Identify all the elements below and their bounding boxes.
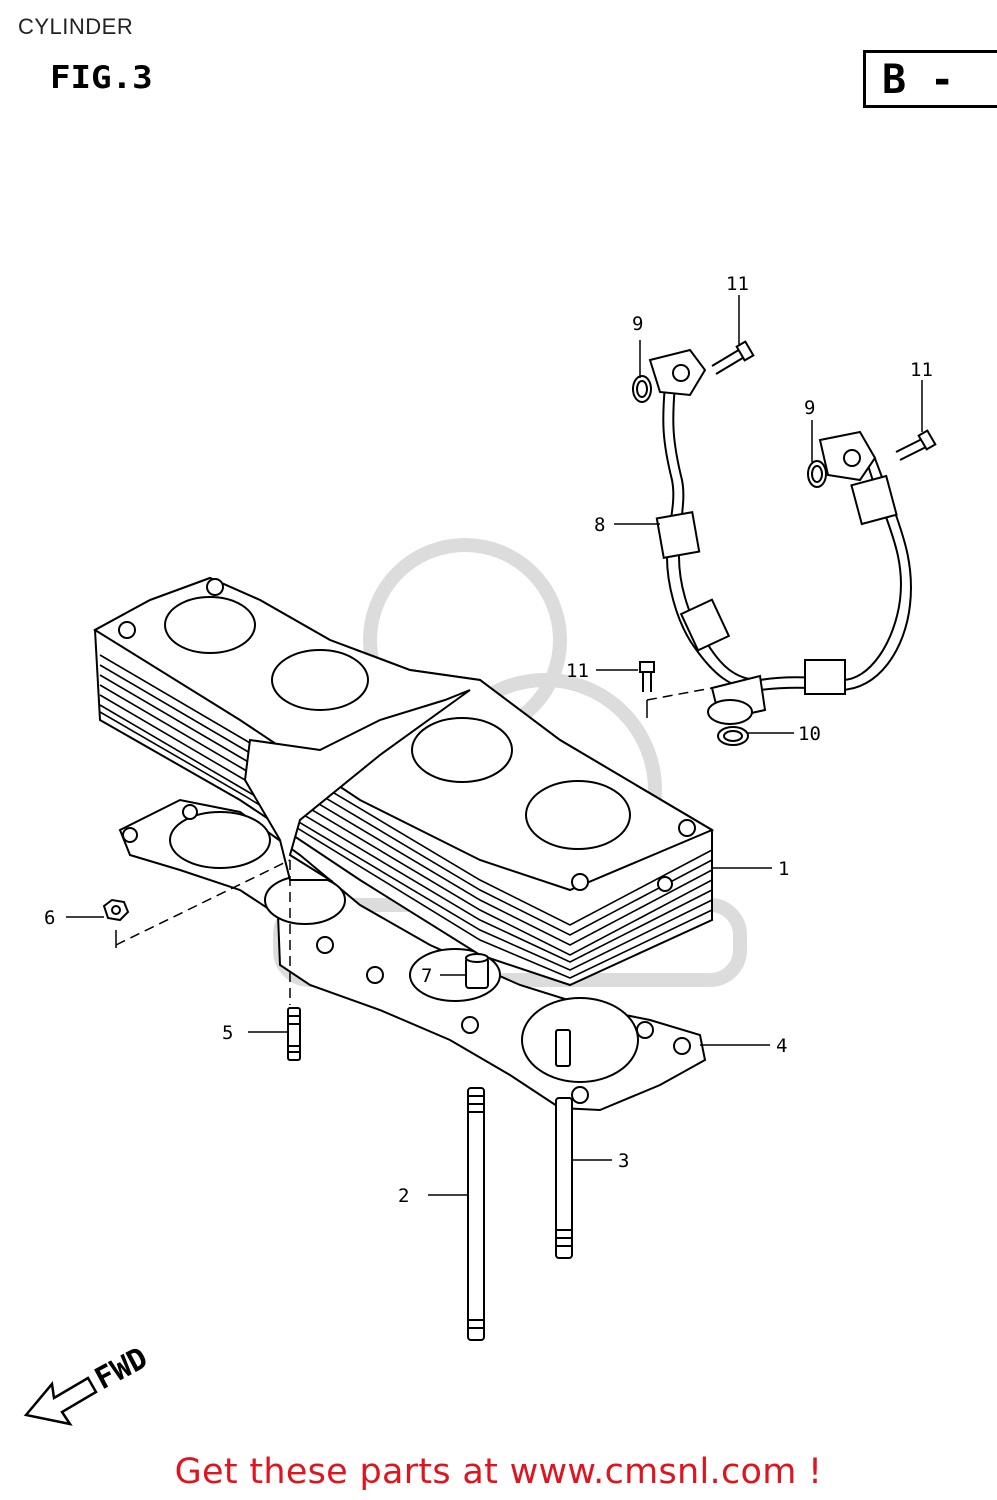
washer-9-upper [632,375,652,403]
stud-on-gasket [555,1029,571,1067]
page-title: CYLINDER [18,14,134,39]
callout-2: 2 [398,1185,409,1207]
bolt-11-top [711,340,755,375]
stud-5 [287,1007,301,1061]
stud-long-2 [467,1087,485,1341]
callout-6: 6 [44,907,55,929]
callout-10: 10 [798,723,821,745]
callout-11-right: 11 [910,359,933,381]
forward-arrow-icon [23,1376,98,1426]
callout-7: 7 [421,965,432,987]
callout-11-top: 11 [726,273,749,295]
figure-label: FIG.3 [50,60,153,96]
fwd-label: FWD [89,1341,153,1397]
washer-9-right [807,460,827,488]
callout-8: 8 [594,514,605,536]
bolt-11-middle [639,661,655,692]
dowel-pin-7 [465,953,489,989]
callout-9-upper: 9 [632,313,643,335]
footer-cta-link[interactable]: Get these parts at www.cmsnl.com ! [174,1452,823,1492]
section-tab-label: B - [882,57,955,103]
washer-10 [717,726,749,746]
bolt-11-right [895,429,937,461]
guide-line-ticks [115,700,648,948]
assembly-guide-lines [115,687,713,1005]
callout-4: 4 [776,1035,787,1057]
stud-3 [555,1097,573,1259]
cylinder-block [93,576,715,987]
nut-6 [102,898,130,922]
oil-pipe [648,348,912,725]
callout-11-middle: 11 [566,660,589,682]
callout-3: 3 [618,1150,629,1172]
callout-1: 1 [778,858,789,880]
section-tab: B - [863,50,997,108]
callout-leaders [66,295,923,1196]
callout-5: 5 [222,1022,233,1044]
callout-9-right: 9 [804,397,815,419]
